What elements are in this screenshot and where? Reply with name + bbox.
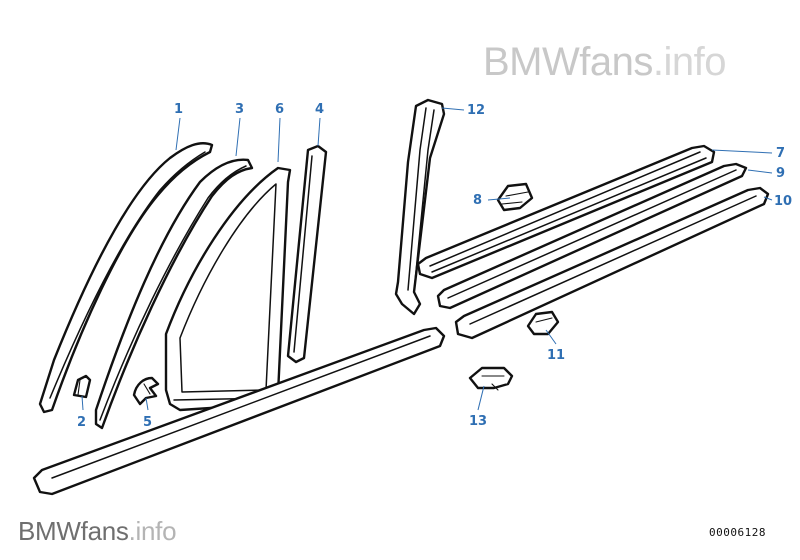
callout-5[interactable]: 5 <box>143 415 152 430</box>
callout-11[interactable]: 11 <box>547 348 565 363</box>
callout-8[interactable]: 8 <box>473 193 482 208</box>
callout-10[interactable]: 10 <box>774 194 792 209</box>
callout-7[interactable]: 7 <box>776 146 785 161</box>
part-9-middle-rail[interactable] <box>436 162 748 310</box>
part-3-frame-strip[interactable] <box>94 158 254 430</box>
part-4-vertical-strip[interactable] <box>286 144 328 364</box>
callout-3[interactable]: 3 <box>235 102 244 117</box>
part-1-outer-trim-strip[interactable] <box>38 142 214 414</box>
part-11-clip[interactable] <box>526 310 560 336</box>
part-lower-sill-molding <box>32 326 446 496</box>
part-13-end-cap[interactable] <box>468 366 514 391</box>
part-5-clip[interactable] <box>132 376 160 406</box>
part-7-upper-rail[interactable] <box>416 144 716 280</box>
callout-13[interactable]: 13 <box>469 414 487 429</box>
callout-1[interactable]: 1 <box>174 102 183 117</box>
watermark-bottom: BMWfans.info <box>18 516 177 546</box>
callout-leaders <box>81 107 773 411</box>
part-10-lower-rail[interactable] <box>454 186 770 340</box>
watermark-top: BMWfans.info <box>483 40 726 84</box>
part-12-pillar-strip[interactable] <box>394 98 446 316</box>
diagram-id: 00006128 <box>709 526 766 539</box>
callout-6[interactable]: 6 <box>275 102 284 117</box>
part-2-clip[interactable] <box>72 374 92 399</box>
callout-4[interactable]: 4 <box>315 102 324 117</box>
callout-9[interactable]: 9 <box>776 166 785 181</box>
callout-12[interactable]: 12 <box>467 103 485 118</box>
callout-2[interactable]: 2 <box>77 415 86 430</box>
part-8-retaining-clip[interactable] <box>496 182 534 212</box>
